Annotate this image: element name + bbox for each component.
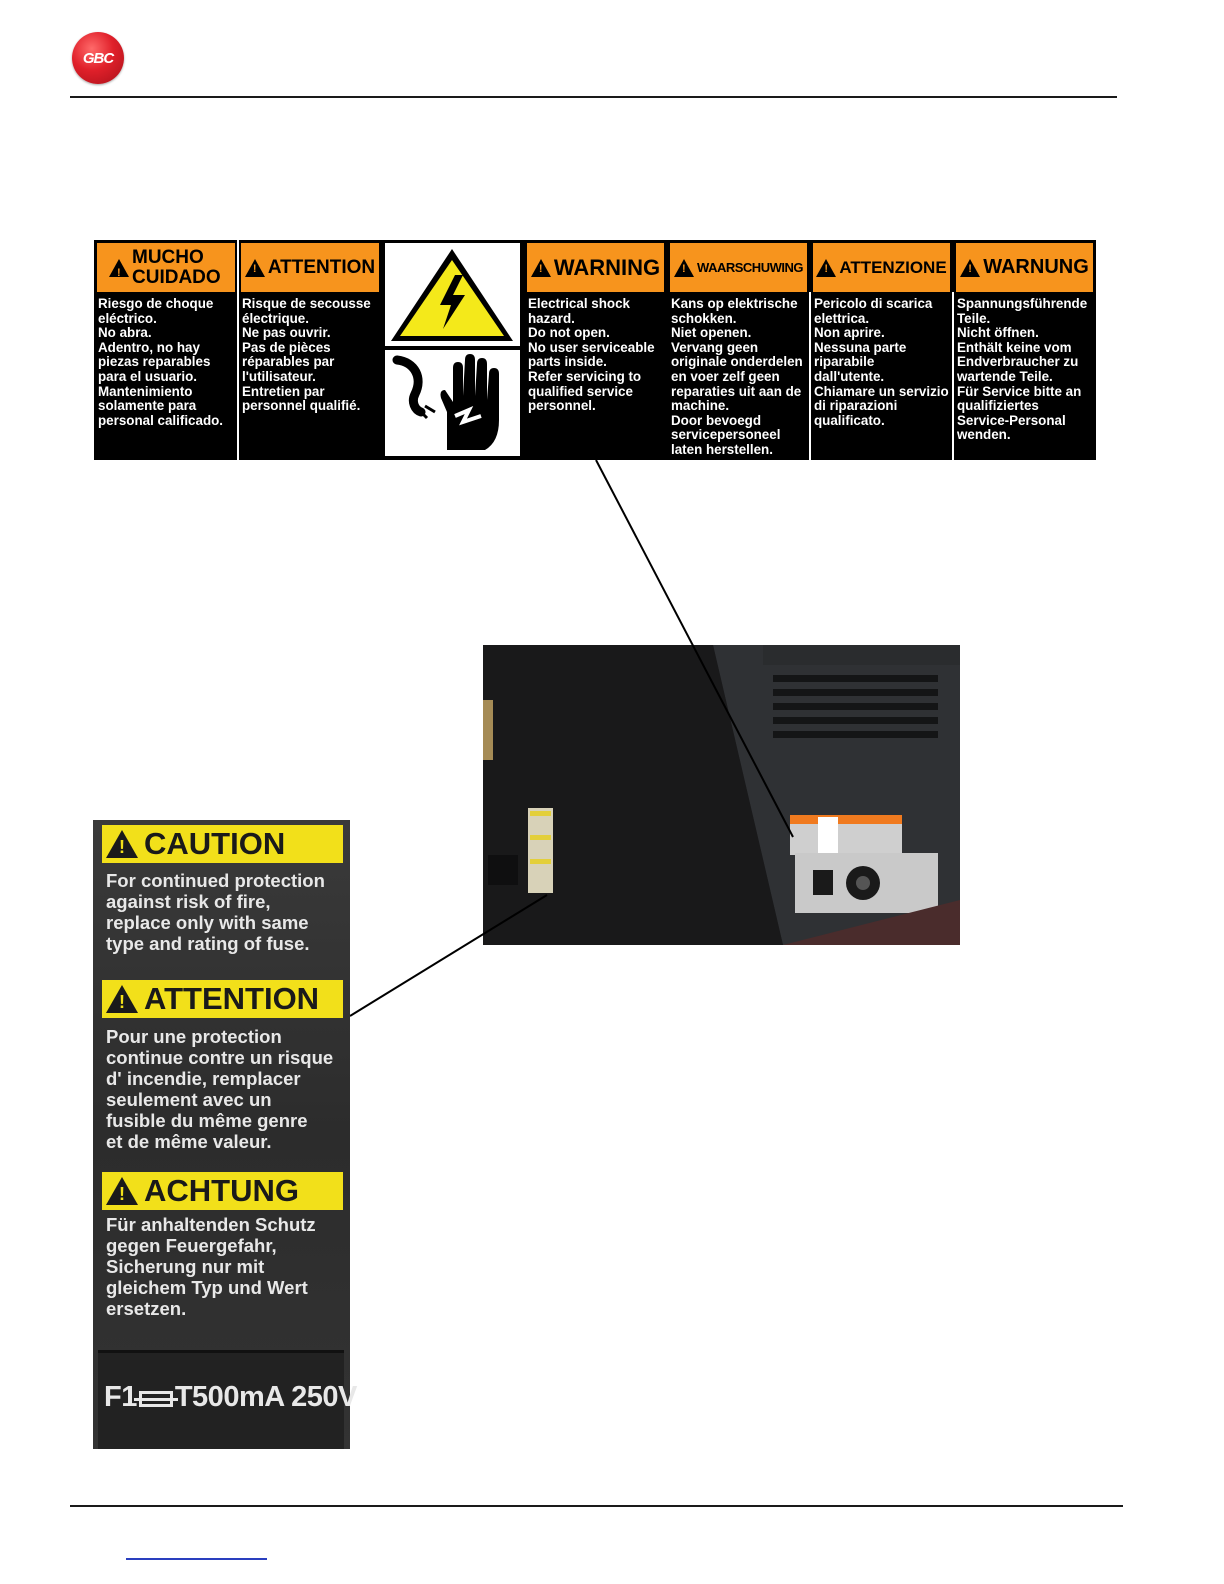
electric-shock-icon bbox=[385, 243, 520, 346]
label-text-it: Pericolo di scarica elettrica. Non aprir… bbox=[814, 296, 949, 428]
label-header-fr: ATTENTION bbox=[241, 243, 379, 292]
label-text-de: Spannungsführende Teile. Nicht öffnen. E… bbox=[957, 296, 1088, 443]
column-divider bbox=[952, 292, 954, 460]
warning-triangle-icon bbox=[106, 830, 138, 858]
label-text-nl: Kans op elektrische schokken. Niet opene… bbox=[671, 296, 803, 457]
label-text-en: Electrical shock hazard. Do not open. No… bbox=[528, 296, 655, 414]
warning-triangle-icon bbox=[530, 258, 551, 277]
label-column-en: WARNING Electrical shock hazard. Do not … bbox=[524, 240, 667, 460]
label-text-fr: Risque de secousse électrique. Ne pas ou… bbox=[242, 296, 371, 414]
column-divider bbox=[237, 240, 239, 460]
warning-triangle-icon bbox=[106, 1177, 138, 1205]
footer-link-underline[interactable] bbox=[126, 1558, 267, 1560]
machine-rear-photo bbox=[483, 645, 960, 945]
footer-rule bbox=[70, 1505, 1123, 1507]
label-header-de: WARNUNG bbox=[956, 243, 1093, 292]
caution-text-fr: Pour une protection continue contre un r… bbox=[106, 1026, 334, 1152]
caution-header-fr: ATTENTION bbox=[102, 980, 343, 1018]
warning-triangle-icon bbox=[960, 258, 981, 277]
fuse-caution-label: CAUTION For continued protection against… bbox=[93, 820, 357, 1449]
label-text-es: Riesgo de choque eléctrico. No abra. Ade… bbox=[98, 296, 224, 428]
warning-triangle-icon bbox=[674, 258, 695, 277]
warning-triangle-icon bbox=[816, 258, 837, 277]
electrical-warning-label: MUCHO CUIDADO Riesgo de choque eléctrico… bbox=[94, 240, 1096, 460]
label-header-es: MUCHO CUIDADO bbox=[97, 243, 235, 292]
label-header-nl: WAARSCHUWING bbox=[670, 243, 807, 292]
warning-triangle-icon bbox=[244, 258, 265, 277]
caution-text-de: Für anhaltenden Schutz gegen Feuergefahr… bbox=[106, 1214, 316, 1319]
fuse-symbol-icon bbox=[133, 1391, 178, 1407]
caution-text-en: For continued protection against risk of… bbox=[106, 870, 325, 954]
gbc-logo: GBC bbox=[72, 32, 124, 84]
label-header-en: WARNING bbox=[527, 243, 664, 292]
column-divider bbox=[809, 292, 811, 460]
warning-triangle-icon bbox=[109, 258, 129, 283]
caution-header-en: CAUTION bbox=[102, 825, 343, 863]
caution-header-de: ACHTUNG bbox=[102, 1172, 343, 1210]
pictogram-panel bbox=[382, 240, 524, 460]
label-column-fr: ATTENTION Risque de secousse électrique.… bbox=[238, 240, 382, 460]
label-column-it: ATTENZIONE Pericolo di scarica elettrica… bbox=[810, 240, 953, 460]
label-column-nl: WAARSCHUWING Kans op elektrische schokke… bbox=[667, 240, 810, 460]
label-header-it: ATTENZIONE bbox=[813, 243, 950, 292]
label-column-de: WARNUNG Spannungsführende Teile. Nicht ö… bbox=[953, 240, 1096, 460]
label-column-es: MUCHO CUIDADO Riesgo de choque eléctrico… bbox=[94, 240, 238, 460]
header-rule bbox=[70, 96, 1117, 98]
warning-triangle-icon bbox=[106, 985, 138, 1013]
hand-shock-icon bbox=[385, 350, 520, 456]
